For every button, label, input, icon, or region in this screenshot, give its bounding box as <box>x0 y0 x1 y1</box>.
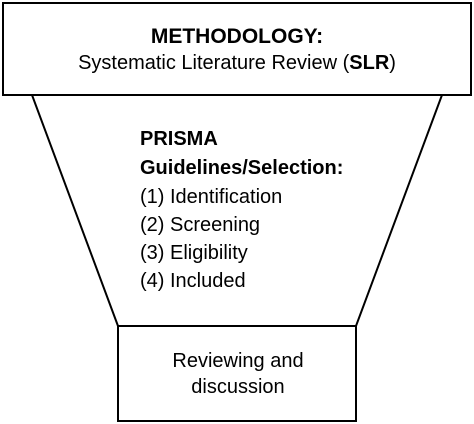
step-identification: (1) Identification <box>140 186 283 208</box>
reviewing-line2: discussion <box>191 376 285 398</box>
methodology-subtitle: Systematic Literature Review (SLR) <box>0 52 474 75</box>
subtitle-suffix: ) <box>389 52 396 74</box>
methodology-title: METHODOLOGY: <box>150 25 324 48</box>
subtitle-prefix: Systematic Literature Review ( <box>78 52 350 74</box>
reviewing-line1: Reviewing and <box>172 350 304 372</box>
step-included: (4) Included <box>140 270 246 292</box>
guidelines-heading: Guidelines/Selection: <box>140 157 344 179</box>
methodology-box <box>2 2 472 96</box>
step-eligibility: (3) Eligibility <box>140 242 248 264</box>
reviewing-box <box>117 325 357 422</box>
step-screening: (2) Screening <box>140 214 261 236</box>
prisma-heading: PRISMA <box>140 128 218 150</box>
subtitle-slr: SLR <box>349 52 390 74</box>
